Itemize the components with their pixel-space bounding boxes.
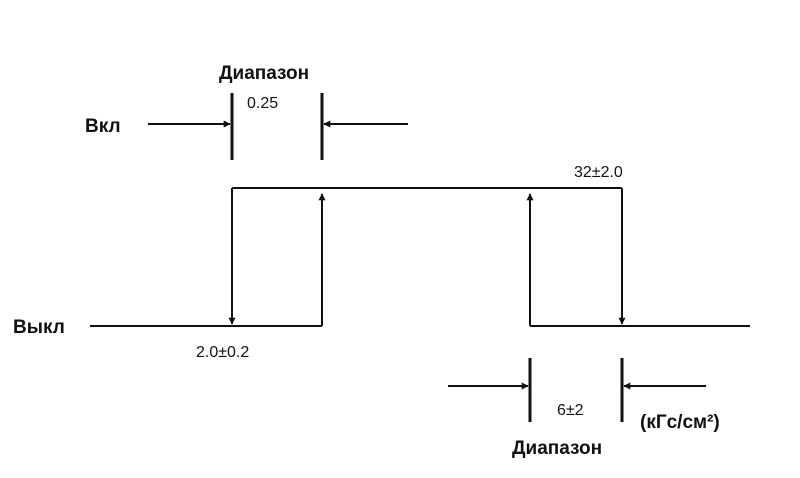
- off-point-value: 2.0±0.2: [196, 344, 249, 361]
- range-bottom-value: 6±2: [557, 402, 584, 419]
- range-label-bottom: Диапазон: [512, 438, 602, 459]
- range-label-top: Диапазон: [219, 63, 309, 84]
- high-point-value: 32±2.0: [574, 164, 623, 181]
- range-top-value: 0.25: [247, 95, 278, 112]
- off-label: Выкл: [13, 317, 65, 338]
- on-label: Вкл: [85, 116, 121, 137]
- unit-label: (кГс/см²): [640, 412, 720, 433]
